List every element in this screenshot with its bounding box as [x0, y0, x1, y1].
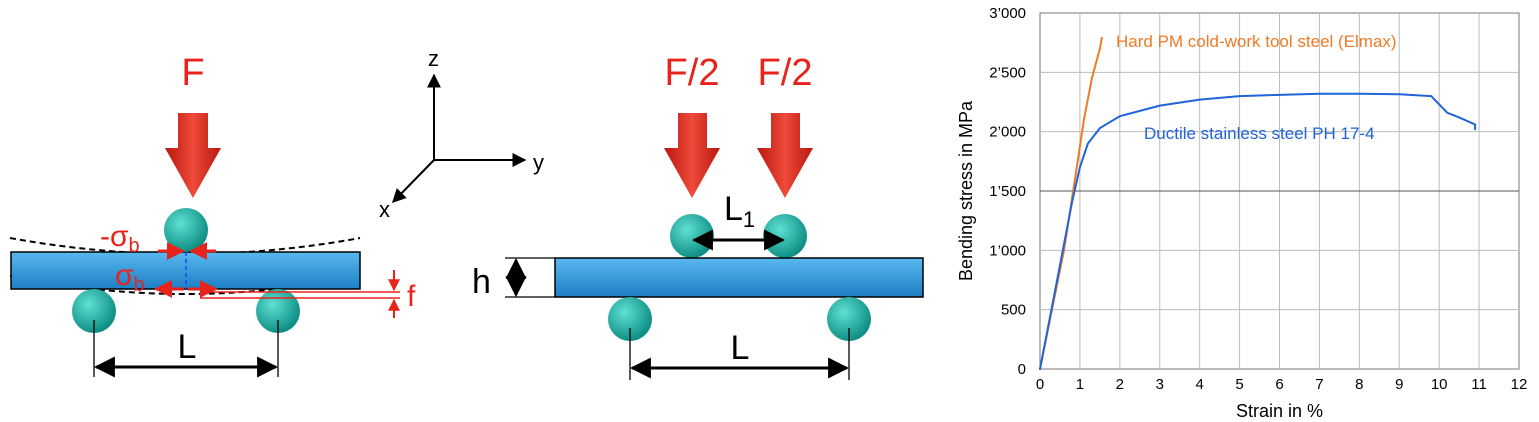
- x-tick-label: 3: [1156, 376, 1164, 393]
- chart-series: [1039, 36, 1477, 370]
- support-pin-right-4pt: [827, 297, 871, 341]
- y-tick-label: 3’000: [989, 5, 1026, 22]
- y-tick-label: 2’000: [989, 124, 1026, 141]
- four-point-bending-diagram: F/2 F/2 L1 h L: [472, 52, 924, 380]
- compression-stress-subscript: b: [129, 235, 140, 257]
- loading-pin-right: [763, 214, 807, 258]
- height-label: h: [472, 263, 491, 301]
- y-tick-label: 1’000: [989, 242, 1026, 259]
- coordinate-axes: z y x: [379, 46, 544, 222]
- z-axis-label: z: [428, 46, 439, 71]
- y-tick-label: 2’500: [989, 64, 1026, 81]
- force-label-left: F/2: [665, 52, 720, 94]
- y-tick-label: 0: [1018, 361, 1026, 378]
- x-tick-label: 0: [1036, 376, 1044, 393]
- compression-stress-symbol: -σ: [100, 220, 129, 253]
- three-point-bending-diagram: F -σb σb f L: [9, 52, 416, 378]
- support-pin-left: [72, 289, 116, 333]
- chart-grid: [1039, 12, 1520, 370]
- y-axis-title: Bending stress in MPa: [956, 100, 976, 281]
- span-label-4pt: L: [731, 329, 750, 367]
- loading-pin: [164, 208, 208, 252]
- x-tick-label: 9: [1395, 376, 1403, 393]
- x-axis-title: Strain in %: [1236, 401, 1323, 421]
- tension-stress-label: σb: [115, 259, 145, 296]
- x-tick-label: 11: [1471, 376, 1487, 393]
- x-tick-label: 2: [1116, 376, 1124, 393]
- x-tick-label: 12: [1511, 376, 1528, 393]
- x-tick-label: 7: [1315, 376, 1323, 393]
- x-tick-label: 10: [1431, 376, 1448, 393]
- inner-span-symbol: L: [724, 190, 743, 228]
- series-line-ph17-4: [1039, 92, 1477, 370]
- x-tick-label: 4: [1195, 376, 1203, 393]
- y-axis-label: y: [533, 150, 544, 175]
- x-tick-label: 8: [1355, 376, 1363, 393]
- series-label-elmax: Hard PM cold-work tool steel (Elmax): [1116, 32, 1397, 51]
- inner-span-subscript: 1: [743, 207, 755, 232]
- series-label-ph17-4: Ductile stainless steel PH 17-4: [1144, 124, 1375, 143]
- force-label-right: F/2: [758, 52, 813, 94]
- support-pin-left-4pt: [608, 297, 652, 341]
- x-tick-label: 5: [1235, 376, 1243, 393]
- force-arrow: [165, 113, 221, 198]
- deflection-label: f: [407, 280, 416, 313]
- loading-pin-left: [670, 214, 714, 258]
- y-tick-label: 500: [1001, 302, 1026, 319]
- span-label: L: [178, 328, 197, 366]
- tension-stress-subscript: b: [134, 274, 145, 296]
- beam-4pt: [554, 257, 924, 298]
- force-arrow-right: [757, 113, 813, 198]
- tension-stress-symbol: σ: [115, 259, 134, 292]
- force-arrow-left: [664, 113, 720, 198]
- support-pin-right: [256, 289, 300, 333]
- compression-stress-label: -σb: [100, 220, 140, 257]
- y-tick-label: 1’500: [989, 183, 1026, 200]
- x-tick-label: 6: [1275, 376, 1283, 393]
- x-tick-label: 1: [1076, 376, 1084, 393]
- x-axis: [392, 159, 435, 204]
- force-label: F: [181, 52, 204, 94]
- x-axis-label: x: [379, 197, 390, 222]
- inner-span-label: L1: [724, 190, 755, 232]
